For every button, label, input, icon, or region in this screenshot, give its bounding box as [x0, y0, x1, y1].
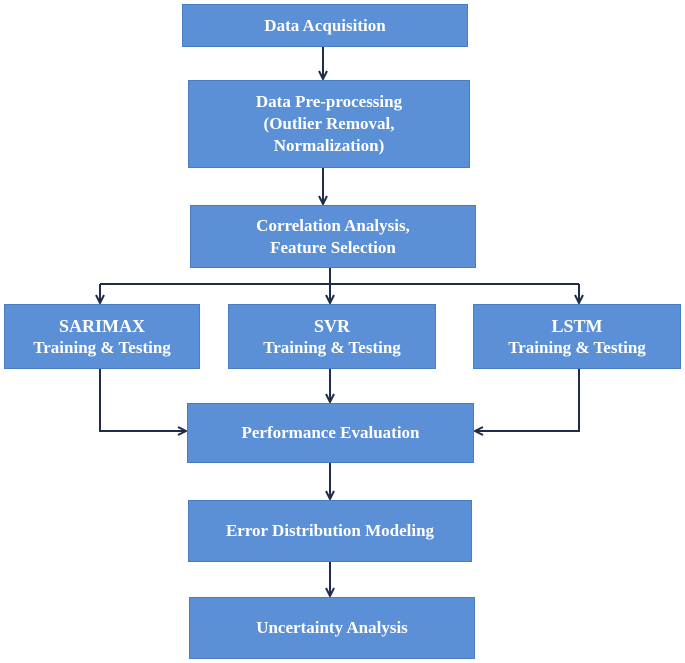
data-acquisition-box: Data Acquisition [182, 4, 468, 47]
arrow-sarimax-to-performance [99, 369, 185, 431]
error-distribution-label: Error Distribution Modeling [225, 521, 435, 540]
data-preprocessing-box: Data Pre-processing (Outlier Removal, No… [188, 80, 470, 168]
uncertainty-analysis-label: Uncertainty Analysis [256, 618, 408, 637]
lstm-box: LSTM Training & Testing [473, 304, 681, 369]
arrow-lstm-to-performance [476, 369, 580, 431]
correlation-analysis-label-line1: Correlation Analysis, [256, 215, 410, 235]
correlation-analysis-label-line2: Feature Selection [270, 237, 396, 257]
data-preprocessing-label-line1: Data Pre-processing [255, 92, 403, 111]
svr-sublabel: Training & Testing [263, 337, 401, 357]
svr-label: SVR [313, 315, 350, 336]
uncertainty-analysis-box: Uncertainty Analysis [189, 597, 475, 659]
svr-box: SVR Training & Testing [228, 304, 436, 369]
error-distribution-box: Error Distribution Modeling [188, 500, 472, 562]
lstm-sublabel: Training & Testing [508, 337, 646, 357]
correlation-analysis-box: Correlation Analysis, Feature Selection [190, 205, 476, 268]
data-acquisition-label: Data Acquisition [264, 15, 386, 35]
performance-evaluation-label: Performance Evaluation [241, 423, 420, 442]
data-preprocessing-label-line3: Normalization) [273, 136, 385, 155]
lstm-label: LSTM [551, 315, 603, 336]
sarimax-box: SARIMAX Training & Testing [4, 304, 200, 369]
sarimax-label: SARIMAX [58, 315, 145, 336]
performance-evaluation-box: Performance Evaluation [187, 403, 474, 463]
data-preprocessing-label-line2: (Outlier Removal, [263, 114, 395, 133]
sarimax-sublabel: Training & Testing [33, 337, 171, 357]
